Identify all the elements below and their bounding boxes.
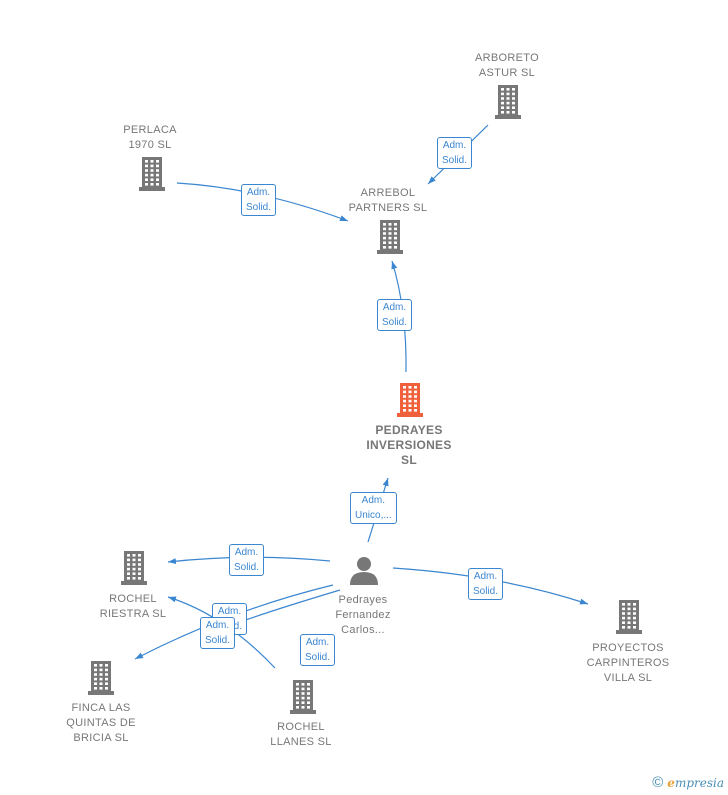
- icons-layer: [88, 85, 642, 714]
- proyectos-building-icon[interactable]: [616, 600, 642, 634]
- edge-label-perlaca-to-arrebol[interactable]: Adm. Solid.: [241, 184, 277, 216]
- node-label-rochel_llanes[interactable]: ROCHEL LLANES SL: [270, 721, 332, 748]
- arrebol-building-icon[interactable]: [377, 220, 403, 254]
- node-label-perlaca[interactable]: PERLACA 1970 SL: [123, 124, 177, 151]
- brand-name: mpresia: [674, 775, 724, 790]
- edge-label-pedrayes_person-to-proyectos[interactable]: Adm. Solid.: [468, 568, 504, 600]
- pedrayes_person-person-icon[interactable]: [350, 557, 378, 585]
- rochel_riestra-building-icon[interactable]: [121, 551, 147, 585]
- node-label-proyectos[interactable]: PROYECTOS CARPINTEROS VILLA SL: [586, 642, 670, 684]
- edge-label-pedrayes_person-to-pedrayes_inv[interactable]: Adm. Unico,...: [350, 492, 397, 524]
- brand-initial: e: [667, 775, 675, 790]
- node-label-pedrayes_inv[interactable]: PEDRAYES INVERSIONES SL: [366, 423, 452, 467]
- node-label-arrebol[interactable]: ARREBOL PARTNERS SL: [348, 187, 428, 214]
- node-label-pedrayes_person[interactable]: Pedrayes Fernandez Carlos...: [335, 594, 391, 636]
- node-label-rochel_riestra[interactable]: ROCHEL RIESTRA SL: [99, 593, 167, 620]
- edge-label-arboreto-to-arrebol[interactable]: Adm. Solid.: [437, 137, 473, 169]
- finca-building-icon[interactable]: [88, 661, 114, 695]
- edge-label-pedrayes_person-to-rochel_riestra[interactable]: Adm. Solid.: [229, 544, 265, 576]
- rochel_llanes-building-icon[interactable]: [290, 680, 316, 714]
- edge-label-pedrayes_inv-to-arrebol[interactable]: Adm. Solid.: [377, 299, 413, 331]
- arboreto-building-icon[interactable]: [495, 85, 521, 119]
- pedrayes_inv-building-icon[interactable]: [397, 383, 423, 417]
- node-label-finca[interactable]: FINCA LAS QUINTAS DE BRICIA SL: [66, 702, 136, 744]
- edge-label-rochel_llanes-to-rochel_riestra[interactable]: Adm. Solid.: [200, 617, 236, 649]
- copyright-icon: ©: [652, 774, 664, 791]
- perlaca-building-icon[interactable]: [139, 157, 165, 191]
- edge-label-pedrayes_person-to-rochel_llanes[interactable]: Adm. Solid.: [300, 634, 336, 666]
- brand-logo[interactable]: empresia: [667, 776, 724, 790]
- footer: © empresia: [652, 774, 724, 791]
- node-label-arboreto[interactable]: ARBORETO ASTUR SL: [475, 52, 539, 79]
